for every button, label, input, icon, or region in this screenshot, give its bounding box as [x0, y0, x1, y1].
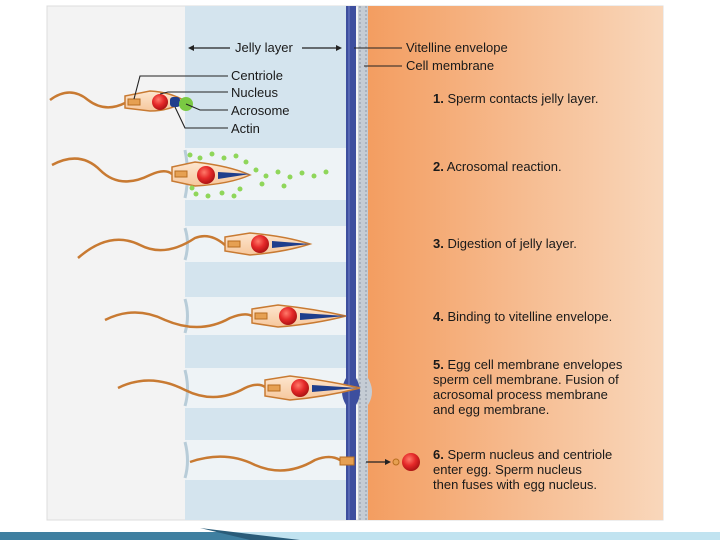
step-3: 3. Digestion of jelly layer.	[433, 236, 577, 251]
sperm-5-nucleus	[291, 379, 309, 397]
sperm-2-tail	[51, 157, 173, 183]
sperm-step-3	[77, 232, 313, 259]
egg-cytoplasm	[366, 6, 663, 520]
actin-label: Actin	[231, 121, 260, 136]
sperm-5-centriole	[267, 384, 281, 392]
step-6: 6. Sperm nucleus and centriole enter egg…	[433, 447, 616, 492]
sperm-5-acrosomal-process	[312, 385, 358, 392]
sperm-2-acrosomal-enzymes	[187, 151, 329, 199]
sperm-5-tail	[117, 379, 266, 399]
step-1: 1. Sperm contacts jelly layer.	[433, 91, 598, 106]
cell-membrane-label: Cell membrane	[406, 58, 494, 73]
sperm-3-nucleus	[251, 235, 269, 253]
vitelline-envelope-label: Vitelline envelope	[406, 40, 508, 55]
jelly-layer-label-group: Jelly layer	[188, 40, 342, 55]
sperm-1-actin	[170, 97, 180, 107]
envelope-label-group: Vitelline envelope Cell membrane	[354, 40, 508, 73]
sperm-2-centriole	[174, 170, 188, 178]
sperm-3-centriole	[227, 240, 241, 248]
sperm-4-acrosomal-process	[300, 313, 346, 320]
sperm-6-nucleus	[402, 453, 420, 471]
sperm-6-centriole-remnant	[339, 456, 355, 466]
sperm-6-tail	[189, 455, 341, 472]
sperm-2-nucleus	[197, 166, 215, 184]
sperm-4-nucleus	[279, 307, 297, 325]
sperm-4-head	[251, 304, 347, 328]
nucleus-label: Nucleus	[231, 85, 278, 100]
sperm-1-tail	[49, 91, 126, 109]
sperm-3-acrosomal-process	[272, 241, 310, 248]
sperm-step-4	[104, 304, 347, 329]
acrosome-label: Acrosome	[231, 103, 290, 118]
step-2: 2. Acrosomal reaction.	[433, 159, 562, 174]
step-5: 5. Egg cell membrane envelopes sperm cel…	[433, 357, 626, 417]
sperm-3-tail	[77, 234, 226, 259]
sperm-step-1	[49, 90, 193, 112]
sperm-1-nucleus	[152, 94, 168, 110]
sperm-step-5	[117, 375, 361, 401]
sperm-1-centriole	[127, 98, 141, 106]
sperm-step-2	[51, 151, 329, 199]
jelly-layer-region	[183, 6, 350, 520]
step-4: 4. Binding to vitelline envelope.	[433, 309, 612, 324]
sperm-2-acrosomal-process	[218, 172, 250, 179]
centriole-label: Centriole	[231, 68, 283, 83]
sperm-step-6	[189, 453, 420, 472]
step-list: 1. Sperm contacts jelly layer. 2. Acroso…	[433, 91, 626, 492]
sperm-part-callouts: Centriole Nucleus Acrosome Actin	[133, 68, 290, 136]
slide-bottom-bar	[0, 528, 720, 540]
sperm-4-centriole	[254, 312, 268, 320]
jelly-layer-label: Jelly layer	[235, 40, 293, 55]
sperm-4-tail	[104, 311, 253, 329]
sperm-6-centriole	[392, 458, 400, 466]
